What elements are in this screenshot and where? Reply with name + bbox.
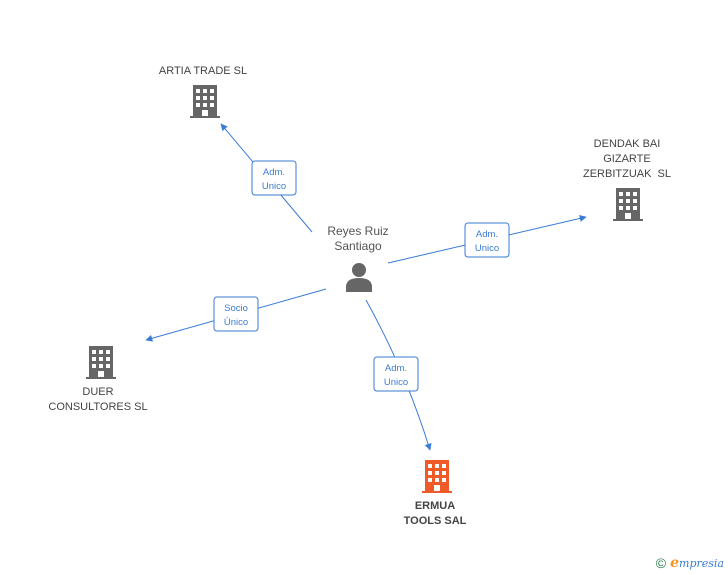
edge-label-artia-line2: Unico xyxy=(262,181,286,192)
person-icon xyxy=(346,263,372,292)
edge-label-dendak[interactable]: Adm. Unico xyxy=(464,222,510,258)
building-icon xyxy=(86,346,116,379)
edge-label-duer-line2: Único xyxy=(224,317,248,328)
company-label-duer-line2: CONSULTORES SL xyxy=(48,401,147,413)
edge-label-dendak-line1: Adm. xyxy=(476,229,498,240)
edge-label-duer[interactable]: Socio Único xyxy=(213,296,259,332)
edge-label-duer-line1: Socio xyxy=(224,303,248,314)
edge-label-artia-line1: Adm. xyxy=(263,167,285,178)
edge-label-dendak-line2: Unico xyxy=(475,243,499,254)
company-label-ermua-line2: TOOLS SAL xyxy=(404,515,467,527)
company-label-dendak-line2: GIZARTE xyxy=(603,153,650,165)
company-label-artia-line1: ARTIA TRADE SL xyxy=(159,65,247,77)
company-label-dendak-line3: ZERBITZUAK SL xyxy=(583,168,671,180)
building-icon xyxy=(613,188,643,221)
edge-label-artia[interactable]: Adm. Unico xyxy=(251,160,297,196)
company-label-ermua-line1: ERMUA xyxy=(415,500,455,512)
company-node-duer[interactable]: DUER CONSULTORES SL xyxy=(48,346,148,413)
edge-label-ermua-line2: Unico xyxy=(384,377,408,388)
company-label-duer-line1: DUER xyxy=(82,386,113,398)
edge-label-ermua-line1: Adm. xyxy=(385,363,407,374)
copyright-symbol: © xyxy=(655,555,667,571)
empresia-logo: empresia xyxy=(670,555,724,571)
company-label-dendak-line1: DENDAK BAI xyxy=(594,138,661,150)
building-icon xyxy=(190,85,220,118)
person-name-line1: Reyes Ruiz xyxy=(327,224,388,238)
edge-label-ermua[interactable]: Adm. Unico xyxy=(373,356,419,392)
company-node-ermua[interactable]: ERMUA TOOLS SAL xyxy=(404,460,467,527)
company-node-artia[interactable]: ARTIA TRADE SL xyxy=(159,65,247,118)
copyright-footer: © empresia xyxy=(656,555,724,571)
company-node-dendak[interactable]: DENDAK BAI GIZARTE ZERBITZUAK SL xyxy=(583,138,671,221)
building-icon-highlighted xyxy=(422,460,452,493)
person-name-line2: Santiago xyxy=(334,239,382,253)
person-node[interactable]: Reyes Ruiz Santiago xyxy=(327,224,389,292)
